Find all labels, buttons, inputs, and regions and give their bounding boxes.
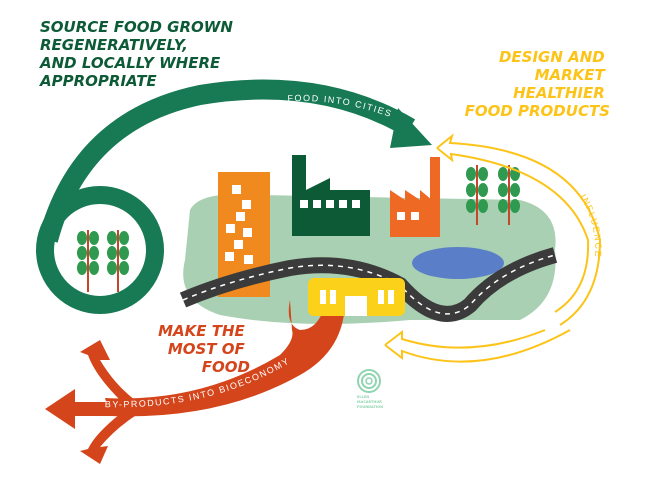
food-into-cities-arrow: [36, 79, 432, 314]
foundation-logo: ELLEN MACARTHUR FOUNDATION: [357, 369, 383, 409]
tree-icon: [498, 165, 520, 225]
source-heading: SOURCE FOOD GROWN REGENERATIVELY, AND LO…: [39, 18, 238, 90]
tree-icon: [107, 230, 129, 292]
influence-arrow: [384, 133, 602, 363]
design-heading: DESIGN AND MARKET HEALTHIER FOOD PRODUCT…: [465, 48, 610, 120]
processing-factory: [390, 157, 440, 237]
byproducts-arrow: [45, 300, 345, 464]
factory-building: [292, 155, 370, 236]
svg-text:ELLEN MACARTHUR FO: ELLEN MACARTHUR FOUNDATION: [357, 395, 383, 409]
tree-icon: [77, 230, 99, 292]
make-heading: MAKE THE MOST OF FOOD: [158, 322, 250, 376]
land-area: [183, 194, 556, 324]
market-building: [308, 278, 405, 316]
pond: [412, 247, 504, 279]
tree-icon: [466, 165, 488, 225]
